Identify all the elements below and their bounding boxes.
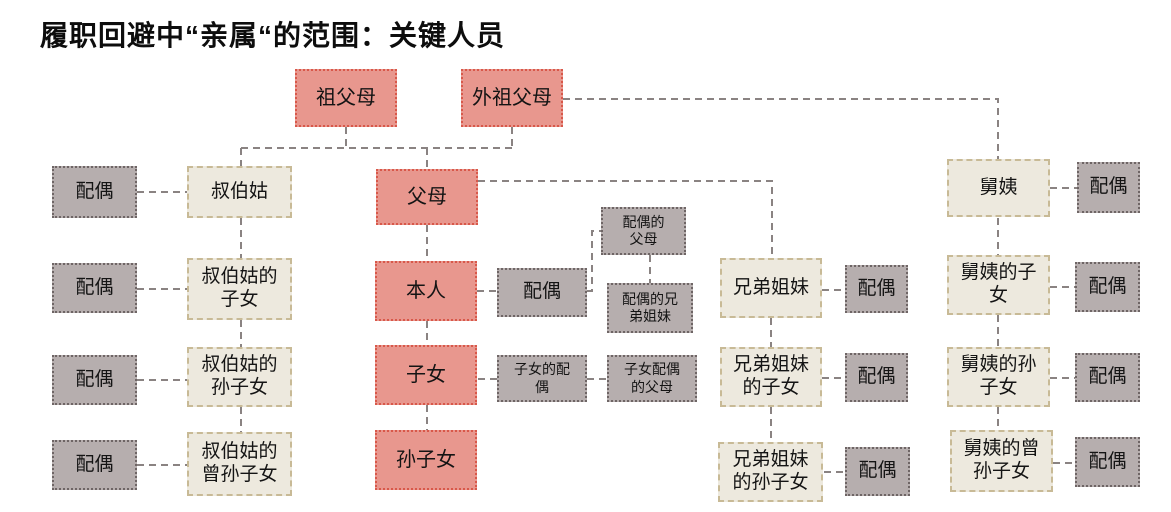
node-uncles-greatgrandchildren: 叔伯姑的 曾孙子女 (187, 432, 292, 496)
node-uncles-greatgrandchildren-spouse: 配偶 (52, 440, 137, 490)
node-sibling-spouse: 配偶 (845, 265, 908, 313)
node-uncle-aunt-spouse: 配偶 (52, 166, 137, 218)
node-paternal-grandparents: 祖父母 (295, 69, 397, 127)
node-siblings: 兄弟姐妹 (720, 258, 822, 318)
node-siblings-children-spouse: 配偶 (845, 353, 908, 402)
connector-parents-siblings (478, 180, 773, 258)
node-spouse-siblings: 配偶的兄 弟姐妹 (607, 283, 693, 333)
node-siblings-grandchildren: 兄弟姐妹 的孙子女 (718, 442, 823, 502)
node-parents: 父母 (376, 169, 478, 225)
page-title: 履职回避中“亲属“的范围：关键人员 (40, 20, 506, 51)
node-paternal-uncles-aunts: 叔伯姑 (187, 166, 292, 218)
node-maternal-uncles-aunts: 舅姨 (947, 159, 1050, 217)
node-children: 子女 (375, 345, 477, 405)
node-maternal-uncle-aunt-spouse: 配偶 (1077, 162, 1140, 213)
node-siblings-grandchildren-spouse: 配偶 (845, 447, 910, 496)
node-uncles-grandchildren: 叔伯姑的 孙子女 (187, 347, 292, 407)
node-maternal-cousin-spouse: 配偶 (1075, 262, 1140, 312)
connector-spouse-spouse-parents (587, 230, 601, 292)
node-children-spouse-parents: 子女配偶 的父母 (607, 355, 697, 402)
node-self: 本人 (375, 261, 477, 321)
node-spouse-parents: 配偶的 父母 (601, 207, 686, 255)
node-uncles-children: 叔伯姑的 子女 (187, 258, 292, 320)
node-grandchildren: 孙子女 (375, 430, 477, 490)
node-children-spouse: 子女的配 偶 (497, 355, 587, 402)
node-uncles-grandchildren-spouse: 配偶 (52, 355, 137, 405)
node-siblings-children: 兄弟姐妹 的子女 (720, 347, 822, 407)
node-maternal-cousins: 舅姨的子 女 (947, 255, 1050, 315)
node-maternal-uncles-grandchildren: 舅姨的孙 子女 (947, 347, 1050, 407)
node-self-spouse: 配偶 (497, 268, 587, 317)
node-maternal-uncles-grandchildren-spouse: 配偶 (1075, 353, 1140, 402)
connectors (137, 98, 1077, 473)
connector-maternal-grandparents-to-maternal-uncles (563, 98, 999, 159)
node-cousins-spouse: 配偶 (52, 263, 137, 313)
node-maternal-grandparents: 外祖父母 (461, 69, 563, 127)
node-maternal-uncles-greatgrandchildren: 舅姨的曾 孙子女 (950, 430, 1053, 492)
node-maternal-uncles-greatgrandchildren-spouse: 配偶 (1075, 437, 1140, 487)
